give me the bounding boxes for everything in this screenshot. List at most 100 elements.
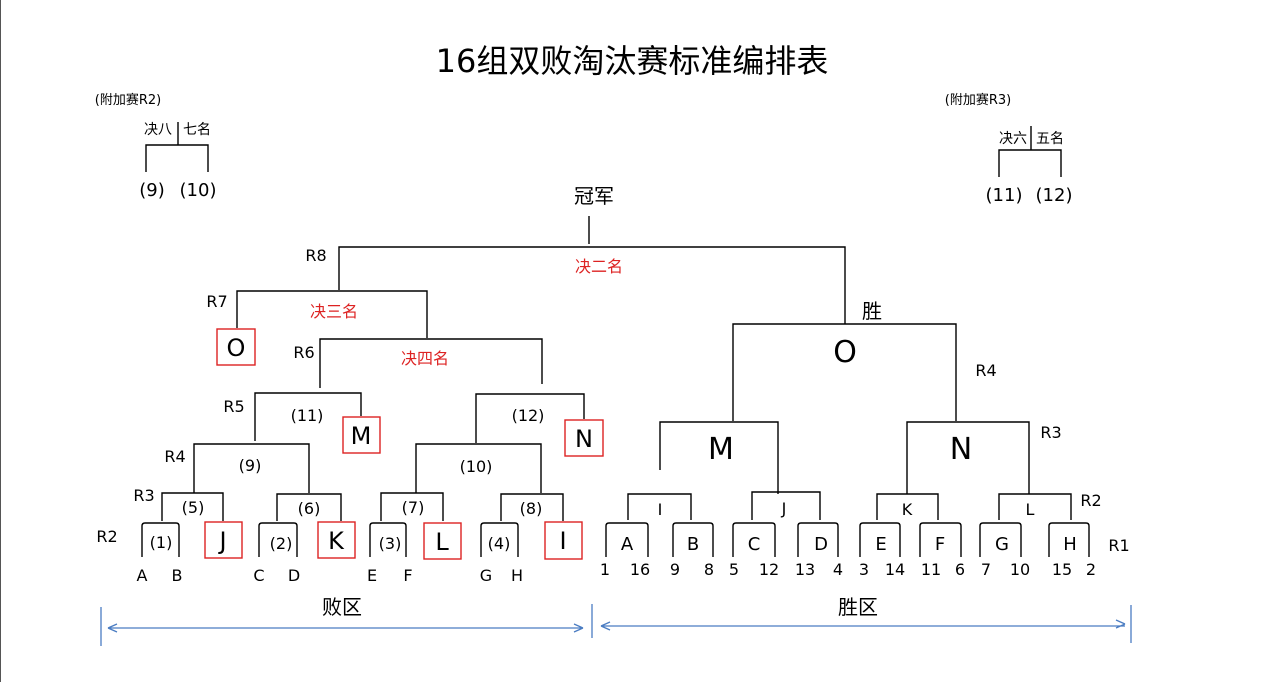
extra-r2-match-9: (9)	[139, 180, 165, 201]
losers-r2-bracket-3	[369, 522, 407, 557]
winners-r1-bracket-b	[672, 522, 714, 557]
losers-match-2: (2)	[270, 534, 293, 553]
extra-r2-match-10: (10)	[180, 180, 217, 201]
extra-r3-bracket	[998, 126, 1062, 177]
seed-12: 12	[759, 560, 779, 579]
losers-zone-arrow	[107, 623, 584, 633]
extra-r3-right-label: 五名	[1036, 131, 1064, 147]
losers-match-9: (9)	[239, 456, 262, 475]
losers-team-g: G	[480, 566, 492, 585]
winners-r1-d: D	[814, 534, 828, 555]
seed-15: 15	[1052, 560, 1072, 579]
drop-box-o	[216, 328, 256, 366]
page-left-edge	[0, 0, 1, 682]
final-bracket	[338, 216, 846, 324]
winners-r1-b: B	[687, 534, 699, 555]
extra-r3-left-label: 决六	[999, 131, 1027, 147]
winners-r1-bracket-h	[1048, 522, 1090, 557]
losers-r2-bracket-2	[258, 522, 298, 557]
extra-r2-bracket	[145, 122, 209, 172]
seed-16: 16	[630, 560, 650, 579]
winners-zone-label: 胜区	[838, 595, 878, 619]
winners-quarter-j: J	[781, 499, 787, 518]
winners-quarter-i: I	[658, 500, 663, 519]
losers-team-d: D	[288, 566, 300, 585]
losers-zone-label: 败区	[322, 595, 362, 619]
losers-r3-bracket-8	[500, 493, 564, 521]
round-label-r7: R7	[206, 292, 227, 311]
extra-r2-left-label: 决八	[144, 122, 172, 138]
champion-label: 冠军	[574, 184, 614, 208]
winners-zone-arrow	[600, 619, 1126, 631]
round-label-r3-winners: R3	[1040, 423, 1061, 442]
seed-1: 1	[600, 560, 610, 579]
seed-8: 8	[704, 560, 714, 579]
losers-match-3: (3)	[379, 534, 402, 553]
losers-match-11: (11)	[291, 406, 324, 425]
winners-r1-bracket-f	[919, 522, 962, 557]
losers-r5-right-bracket	[475, 393, 585, 443]
winners-r1-bracket-d	[797, 522, 839, 557]
losers-match-12: (12)	[512, 406, 545, 425]
losers-r7-bracket	[236, 290, 428, 338]
page-title: 16组双败淘汰赛标准编排表	[436, 42, 829, 80]
winners-r3-bracket-right	[906, 421, 1030, 494]
winners-top-o: O	[833, 335, 857, 370]
losers-match-6: (6)	[298, 499, 321, 518]
drop-box-j	[204, 521, 243, 559]
losers-team-b: B	[172, 566, 183, 585]
losers-r3-bracket-5	[161, 492, 224, 521]
winners-r1-c: C	[748, 534, 761, 555]
losers-match-8: (8)	[520, 499, 543, 518]
extra-r2-label: (附加赛R2)	[95, 92, 161, 108]
seed-11: 11	[921, 560, 941, 579]
winners-semi-m: M	[708, 432, 734, 467]
drop-box-k	[317, 521, 356, 559]
seed-2: 2	[1086, 560, 1096, 579]
extra-r3-label: (附加赛R3)	[945, 92, 1011, 108]
seed-13: 13	[795, 560, 815, 579]
round-label-r8: R8	[305, 246, 326, 265]
drop-letter-j: J	[217, 527, 226, 555]
seed-9: 9	[670, 560, 680, 579]
round-label-r2-winners: R2	[1080, 491, 1101, 510]
losers-r4-right-bracket	[415, 443, 542, 493]
losers-r6-bracket	[319, 338, 543, 388]
losers-r5-left-bracket	[254, 392, 362, 441]
winners-r1-h: H	[1063, 534, 1077, 555]
winners-r1-f: F	[935, 534, 945, 555]
round-label-r4-winners: R4	[975, 361, 996, 380]
winners-r1-bracket-e	[859, 522, 901, 557]
losers-match-4: (4)	[488, 534, 511, 553]
losers-match-7: (7)	[402, 498, 425, 517]
losers-r3-bracket-6	[276, 493, 342, 521]
round-label-r1: R1	[1108, 536, 1129, 555]
seed-3: 3	[859, 560, 869, 579]
losers-match-10: (10)	[460, 457, 493, 476]
winners-quarter-l: L	[1026, 500, 1035, 519]
seed-7: 7	[981, 560, 991, 579]
losers-r3-bracket-7	[380, 492, 444, 521]
losers-match-5: (5)	[182, 498, 205, 517]
drop-letter-i: I	[559, 527, 566, 555]
losers-team-c: C	[253, 566, 264, 585]
winners-r1-a: A	[621, 534, 634, 555]
drop-box-n	[564, 419, 604, 457]
losers-team-a: A	[137, 566, 148, 585]
losers-r2-bracket-4	[480, 522, 519, 557]
round-label-r2-losers: R2	[96, 527, 117, 546]
winners-r2-bracket-l	[998, 493, 1072, 520]
losers-team-f: F	[403, 566, 412, 585]
drop-box-l	[423, 522, 462, 560]
losers-team-e: E	[367, 566, 377, 585]
drop-letter-m: M	[351, 422, 372, 450]
seed-14: 14	[885, 560, 905, 579]
seed-6: 6	[955, 560, 965, 579]
drop-letter-k: K	[328, 527, 345, 555]
seed-4: 4	[833, 560, 843, 579]
third-place-label: 决三名	[310, 302, 358, 321]
winners-quarter-k: K	[902, 500, 913, 519]
winners-r1-g: G	[995, 534, 1009, 555]
drop-letter-l: L	[435, 528, 449, 556]
winners-semi-n: N	[950, 432, 972, 467]
